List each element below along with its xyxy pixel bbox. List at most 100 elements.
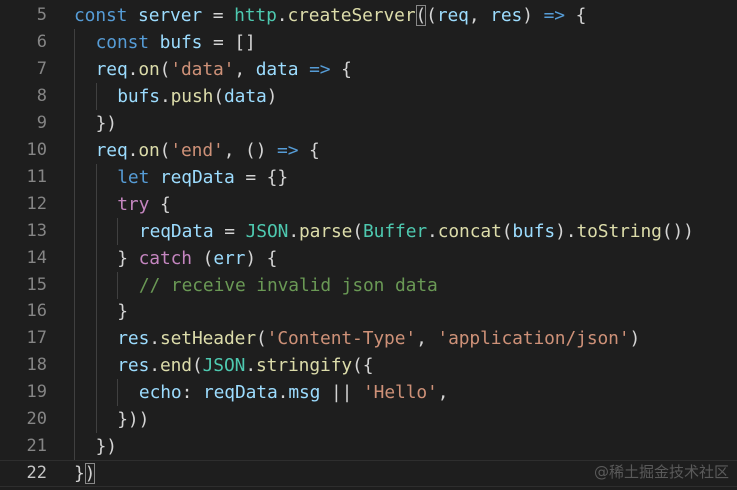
watermark: @稀土掘金技术社区	[593, 463, 729, 481]
indent-guide	[95, 271, 97, 299]
code-text: reqData = JSON.parse(Buffer.concat(bufs)…	[139, 218, 694, 245]
code-token: res	[490, 5, 523, 26]
code-token: ,	[234, 58, 256, 80]
code-token: reqData	[202, 382, 278, 404]
code-token: msg	[288, 382, 321, 404]
indent-guide	[74, 163, 75, 191]
indent-guide	[74, 298, 75, 326]
code-line[interactable]: 9})	[0, 109, 737, 137]
code-token: (	[191, 247, 214, 269]
code-text: }))	[117, 406, 149, 433]
code-token: let	[117, 166, 150, 188]
line-number: 11	[26, 166, 47, 187]
indent-guide	[117, 271, 119, 299]
indent-guide	[74, 352, 75, 380]
code-token: on	[138, 139, 160, 161]
code-token: data	[255, 58, 299, 80]
line-number: 15	[26, 274, 47, 295]
code-token: , ()	[223, 139, 278, 161]
indent-guide	[117, 217, 119, 245]
code-token: )	[629, 328, 641, 350]
code-token: 'application/json'	[437, 328, 630, 350]
line-number: 16	[26, 301, 47, 322]
line-number: 17	[26, 328, 47, 349]
code-line[interactable]: 8 bufs.push(data)	[0, 82, 737, 110]
indent-guide	[74, 433, 75, 461]
code-text: try {	[117, 191, 170, 218]
indent-guide	[74, 271, 75, 299]
code-token: })	[95, 436, 117, 458]
code-line[interactable]: 16}	[0, 298, 737, 326]
code-token: JSON	[202, 355, 246, 377]
code-text: res.end(JSON.stringify({	[117, 352, 373, 379]
code-token: :	[181, 382, 203, 404]
code-token: parse	[298, 220, 353, 242]
line-number: 18	[26, 355, 47, 376]
code-line[interactable]: 21})	[0, 433, 737, 461]
indent-guide	[95, 190, 97, 218]
code-text: }	[117, 298, 128, 325]
indent-guide	[74, 325, 75, 353]
code-line[interactable]: 22})	[0, 460, 737, 488]
code-token: {	[298, 139, 320, 161]
indent-guide	[74, 190, 75, 218]
code-token: {	[149, 193, 171, 215]
code-token: .	[127, 139, 139, 161]
code-token: (	[191, 355, 203, 377]
code-token: .	[245, 355, 256, 377]
line-number: 21	[26, 436, 47, 457]
code-token: ) {	[245, 247, 278, 269]
code-text: const bufs = []	[96, 29, 256, 56]
code-line[interactable]: 11 let reqData = {}	[0, 163, 737, 191]
code-token: bufs	[159, 31, 203, 53]
line-number: 8	[36, 85, 47, 106]
code-token: ({	[352, 355, 374, 377]
code-token: stringify	[256, 355, 353, 377]
line-number: 7	[36, 58, 47, 79]
code-token: }))	[117, 409, 150, 431]
code-text: bufs.push(data)	[117, 83, 277, 110]
code-token: .	[127, 58, 139, 80]
bracket-match-highlight: )	[84, 463, 96, 485]
code-token: ,	[437, 382, 449, 404]
code-token: .	[277, 382, 289, 404]
indent-guide	[95, 82, 97, 110]
code-token: 'end'	[170, 139, 224, 161]
code-token: http	[234, 5, 277, 26]
code-token: server	[138, 5, 203, 26]
code-token: =	[213, 220, 246, 242]
code-token: on	[138, 58, 160, 80]
code-token: setHeader	[159, 328, 256, 350]
line-number: 6	[36, 31, 47, 52]
code-token: })	[95, 112, 117, 134]
code-text: })	[96, 433, 117, 460]
code-token: =>	[309, 58, 331, 80]
code-token: .	[159, 85, 171, 107]
indent-guide	[95, 406, 97, 434]
code-token: ).	[555, 220, 577, 242]
code-token: ,	[468, 5, 491, 26]
code-line[interactable]: 6 const bufs = []	[0, 28, 737, 56]
indent-guide	[95, 325, 97, 353]
code-token: JSON	[245, 220, 289, 242]
code-token: =	[202, 5, 235, 26]
code-token: Buffer	[363, 220, 428, 242]
code-line[interactable]: 14} catch (err) {	[0, 244, 737, 272]
line-number: 10	[26, 139, 47, 160]
code-line[interactable]: 20}))	[0, 406, 737, 434]
code-text: })	[96, 110, 117, 137]
code-token: .	[276, 5, 288, 26]
code-token: 'Content-Type'	[266, 328, 417, 350]
code-line[interactable]: 15// receive invalid json data	[0, 271, 737, 299]
code-token: (	[256, 328, 267, 350]
code-text: let reqData = {}	[117, 164, 288, 191]
